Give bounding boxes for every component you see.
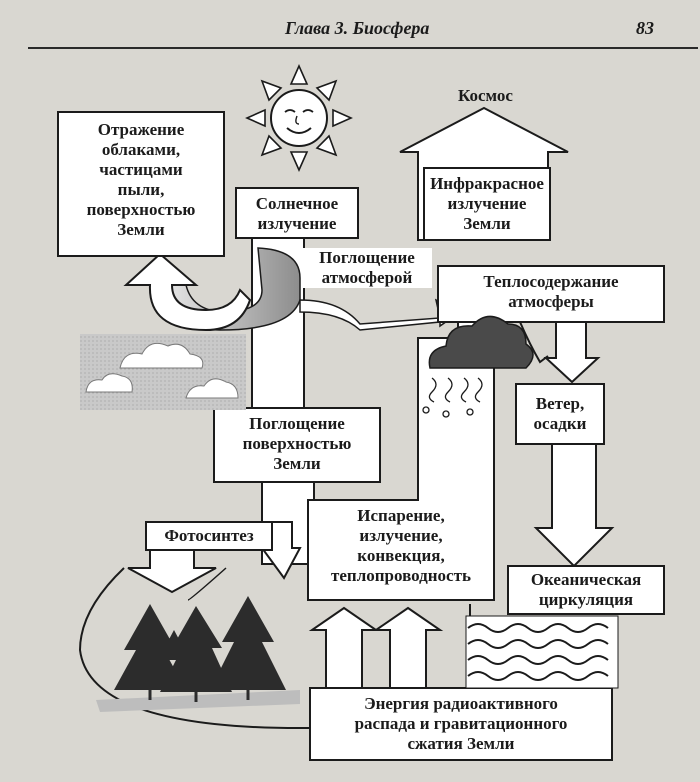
atm-absorption-label: Поглощение атмосферой [302, 248, 432, 288]
loop-outline [78, 567, 311, 730]
wind-label: Ветер, осадки [533, 394, 587, 433]
page-number: 83 [636, 18, 654, 38]
heat-to-wind-arrow [543, 321, 601, 384]
infrared-box [423, 167, 551, 241]
evaporation-label: Испарение, излучение, конвекция, теплопр… [331, 506, 471, 585]
solar-radiation-label: Солнечное излучение [255, 194, 339, 233]
space-label: Космос [458, 86, 513, 105]
heat-to-wind-curve [519, 321, 549, 364]
wind-box [515, 383, 605, 445]
photosynthesis-label: Фотосинтез [164, 526, 254, 545]
surface-box [213, 407, 381, 483]
sun-icon [245, 64, 353, 172]
infrared-label: Инфракрасное излучение Земли [430, 174, 544, 233]
rain-cloud-icon [422, 315, 534, 418]
cloud-icon [80, 334, 246, 410]
reflection-arrow [123, 252, 252, 332]
radioactive-box [309, 687, 613, 761]
reflection-box [57, 111, 225, 257]
forest-icon [96, 596, 300, 712]
page-header: Глава 3. Биосфера 83 [0, 0, 700, 50]
ocean-waves-icon [465, 615, 619, 689]
heat-box [437, 265, 665, 323]
photosynthesis-arrow [127, 549, 217, 594]
radioactive-arrow-left [308, 606, 380, 689]
photosynthesis-box [145, 521, 273, 551]
ocean-box [507, 565, 665, 615]
heat-content-label: Теплосодержание атмосферы [483, 272, 619, 311]
surface-absorption-label: Поглощение поверхностью Земли [242, 414, 352, 473]
reflection-label: Отражение облаками, частицами пыли, пове… [86, 120, 196, 239]
loop-outline-inner [187, 567, 227, 601]
solar-box [235, 187, 359, 239]
wind-to-ocean-arrow [533, 437, 615, 568]
chapter-title: Глава 3. Биосфера [285, 18, 430, 38]
atm-absorption-arrow [299, 298, 462, 331]
radioactive-label: Энергия радиоактивного распада и гравита… [354, 694, 568, 753]
header-rule [28, 47, 698, 49]
ocean-label: Океаническая циркуляция [530, 570, 642, 609]
radioactive-arrow-right [372, 606, 444, 689]
